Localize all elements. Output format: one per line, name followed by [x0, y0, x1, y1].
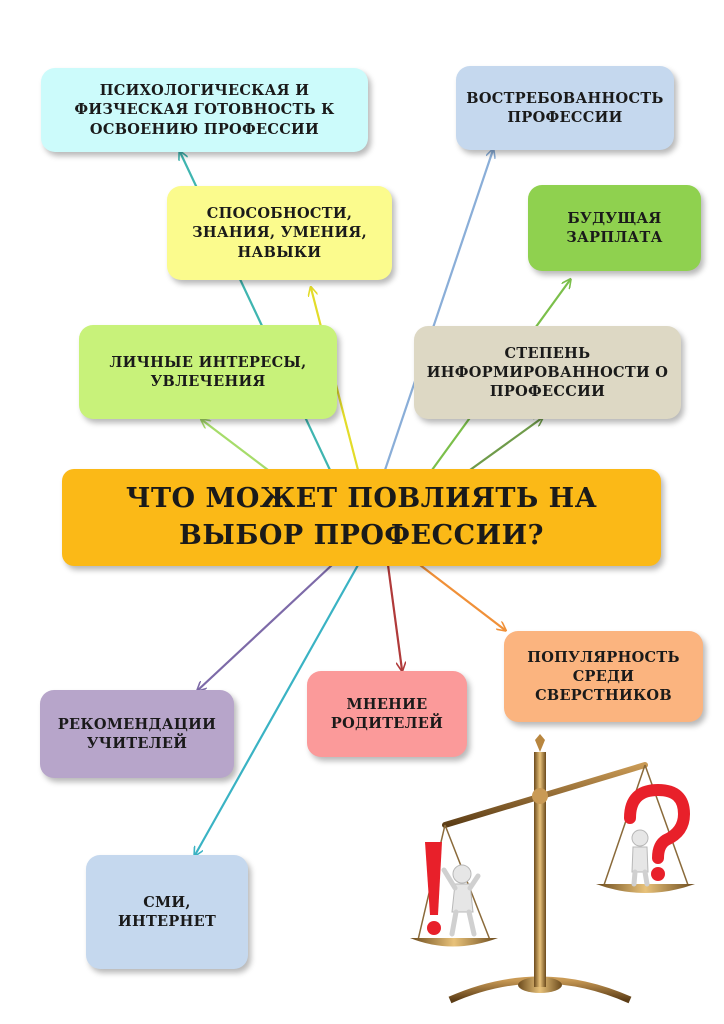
- box-salary: БУДУЩАЯ ЗАРПЛАТА: [528, 185, 701, 271]
- box-informed: СТЕПЕНЬ ИНФОРМИРОВАННОСТИ О ПРОФЕССИИ: [414, 326, 681, 419]
- box-teachers-label: РЕКОМЕНДАЦИИ УЧИТЕЛЕЙ: [57, 715, 217, 752]
- box-popularity-label: ПОПУЛЯРНОСТЬ СРЕДИ СВЕРСТНИКОВ: [527, 648, 680, 705]
- box-teachers: РЕКОМЕНДАЦИИ УЧИТЕЛЕЙ: [40, 690, 234, 778]
- box-psych-label: ПСИХОЛОГИЧЕСКАЯ И ФИЗЧЕСКАЯ ГОТОВНОСТЬ К…: [74, 82, 335, 138]
- box-demand-label: ВОСТРЕБОВАННОСТЬ ПРОФЕССИИ: [466, 89, 664, 126]
- left-pan: [410, 938, 498, 947]
- central-question: ЧТО МОЖЕТ ПОВЛИЯТЬ НА ВЫБОР ПРОФЕССИИ?: [62, 469, 661, 566]
- scales-pole: [534, 752, 546, 987]
- box-informed-label: СТЕПЕНЬ ИНФОРМИРОВАННОСТИ О ПРОФЕССИИ: [426, 344, 669, 401]
- box-abilities-label: СПОСОБНОСТИ, ЗНАНИЯ, УМЕНИЯ, НАВЫКИ: [192, 205, 367, 261]
- question-mark-icon: [624, 783, 691, 881]
- box-media-label: СМИ, ИНТЕРНЕТ: [117, 893, 217, 930]
- arrow-to-demand: [383, 150, 493, 471]
- box-demand: ВОСТРЕБОВАННОСТЬ ПРОФЕССИИ: [456, 66, 674, 150]
- arrow-to-teachers: [198, 564, 333, 690]
- thinking-person-icon: [631, 829, 650, 887]
- box-salary-label: БУДУЩАЯ ЗАРПЛАТА: [566, 209, 663, 246]
- box-parents: МНЕНИЕ РОДИТЕЛЕЙ: [307, 671, 467, 757]
- arrow-to-informed: [469, 418, 542, 471]
- box-interests-label: ЛИЧНЫЕ ИНТЕРЕСЫ, УВЛЕЧЕНИЯ: [109, 353, 307, 390]
- box-abilities: СПОСОБНОСТИ, ЗНАНИЯ, УМЕНИЯ, НАВЫКИ: [167, 186, 392, 280]
- exclamation-mark-icon: [425, 842, 442, 935]
- arrow-to-media: [195, 564, 359, 855]
- box-popularity: ПОПУЛЯРНОСТЬ СРЕДИ СВЕРСТНИКОВ: [504, 631, 703, 722]
- box-parents-label: МНЕНИЕ РОДИТЕЛЕЙ: [330, 695, 444, 732]
- arrow-to-interests: [202, 420, 269, 471]
- right-pan: [596, 884, 695, 893]
- arrow-to-popularity: [419, 564, 505, 630]
- person-figure-icon: [441, 864, 481, 937]
- arrow-to-parents: [386, 564, 402, 670]
- box-psych: ПСИХОЛОГИЧЕСКАЯ И ФИЗЧЕСКАЯ ГОТОВНОСТЬ К…: [41, 68, 368, 152]
- box-media: СМИ, ИНТЕРНЕТ: [86, 855, 248, 969]
- central-question-text: ЧТО МОЖЕТ ПОВЛИЯТЬ НА ВЫБОР ПРОФЕССИИ?: [125, 483, 598, 551]
- box-interests: ЛИЧНЫЕ ИНТЕРЕСЫ, УВЛЕЧЕНИЯ: [79, 325, 337, 419]
